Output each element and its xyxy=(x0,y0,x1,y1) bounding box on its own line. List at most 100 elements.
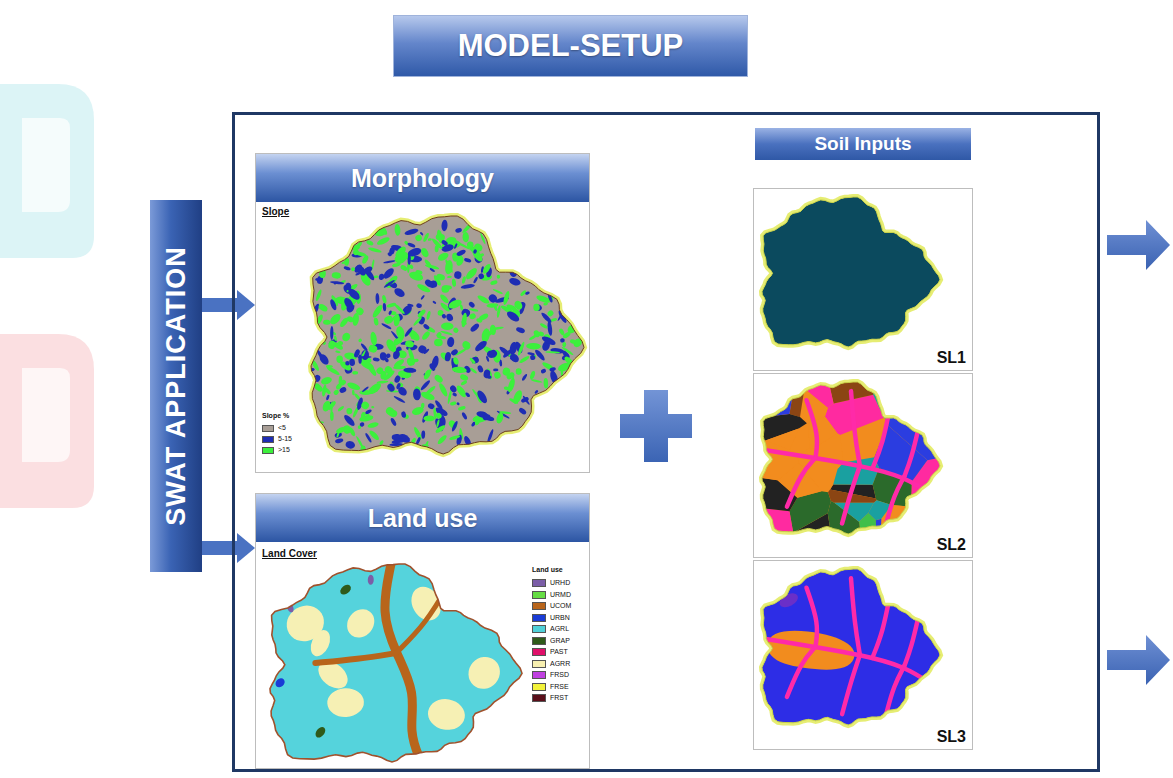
map-patch xyxy=(327,687,365,718)
map-patch xyxy=(404,228,419,237)
legend-swatch xyxy=(532,579,546,587)
map-patch xyxy=(327,340,336,350)
map-patch xyxy=(417,308,427,318)
map-patch xyxy=(441,239,449,246)
legend-swatch xyxy=(532,625,546,633)
map-patch xyxy=(424,385,437,396)
map-patch xyxy=(462,232,469,242)
legend-text: <5 xyxy=(278,424,286,432)
map-patch xyxy=(530,354,536,360)
landuse-panel: Land useLand CoverLand useURHDURMDUCOMUR… xyxy=(255,493,590,769)
map-outline xyxy=(762,382,940,534)
map-patch xyxy=(456,249,467,257)
map-patch xyxy=(373,357,380,362)
map-patch xyxy=(363,267,376,281)
map-patch xyxy=(444,260,453,275)
map-patch xyxy=(528,334,537,341)
map-patch xyxy=(384,357,389,363)
map-patch xyxy=(447,298,463,310)
map-patch xyxy=(451,420,459,432)
legend-entry: AGRR xyxy=(532,660,570,668)
map-patch xyxy=(461,339,473,351)
map-patch xyxy=(386,382,396,393)
map-patch xyxy=(441,220,448,232)
map-patch xyxy=(478,312,489,321)
map-patch xyxy=(508,269,518,279)
map-patch xyxy=(419,231,423,235)
map-patch xyxy=(396,350,400,357)
map-patch xyxy=(290,591,300,601)
map-title: Slope xyxy=(262,206,289,217)
map-patch xyxy=(326,365,333,368)
map-title: Land Cover xyxy=(262,548,317,559)
map-patch xyxy=(433,373,444,384)
map-patch xyxy=(383,259,396,264)
map-patch xyxy=(335,426,346,435)
soil-patch xyxy=(834,503,873,522)
map-patch xyxy=(376,236,391,247)
legend-entry: <5 xyxy=(262,424,286,432)
legend-title: Land use xyxy=(532,566,563,573)
map-river xyxy=(807,400,818,458)
map-glow xyxy=(762,382,940,534)
map-patch xyxy=(452,366,467,374)
map-patch xyxy=(451,279,456,287)
map-river xyxy=(385,564,421,762)
map-patch xyxy=(413,388,421,400)
map-patch xyxy=(407,246,423,258)
watermark-shape xyxy=(0,84,94,258)
map-fill xyxy=(270,564,522,762)
map-patch xyxy=(549,370,560,386)
map-patch xyxy=(546,309,554,317)
map-patch xyxy=(426,311,431,320)
map-patch xyxy=(508,277,521,287)
map-patch xyxy=(407,303,414,307)
model-setup-frame: MorphologySlopeSlope %<55-15>15Land useL… xyxy=(232,112,1100,772)
map-patch xyxy=(331,272,341,280)
map-patch xyxy=(391,437,406,444)
map-patch xyxy=(400,264,409,272)
map-patch xyxy=(474,419,480,426)
map-river xyxy=(787,647,815,697)
map-patch xyxy=(381,295,387,304)
map-patch xyxy=(437,251,450,262)
map-patch xyxy=(424,416,435,422)
soil-patch xyxy=(762,440,799,480)
map-patch xyxy=(441,313,447,319)
map-patch xyxy=(315,278,319,282)
map-patch xyxy=(421,403,425,409)
map-patch xyxy=(414,234,422,242)
map-patch xyxy=(337,405,345,412)
map-patch xyxy=(424,259,433,269)
legend-entry: URHD xyxy=(532,579,570,587)
map-patch xyxy=(393,287,406,299)
map-patch xyxy=(468,301,476,309)
legend-swatch xyxy=(532,648,546,656)
soil-map-box: SL2 xyxy=(753,373,973,558)
map-patch xyxy=(348,426,356,436)
map-patch xyxy=(371,406,374,409)
map-patch xyxy=(333,389,340,396)
map-patch xyxy=(368,344,379,354)
map-river xyxy=(904,428,918,477)
watermark-shape xyxy=(22,368,70,462)
map-patch xyxy=(516,368,522,375)
map-patch xyxy=(409,264,414,270)
map-patch xyxy=(383,365,394,376)
map-patch xyxy=(441,243,455,253)
map-river xyxy=(851,391,860,465)
map-patch xyxy=(492,288,503,294)
map-patch xyxy=(472,249,477,254)
map-patch xyxy=(469,367,477,374)
map-patch xyxy=(425,696,467,732)
map-patch xyxy=(373,317,379,326)
map-patch xyxy=(423,348,430,354)
map-patch xyxy=(359,422,365,428)
map-patch xyxy=(358,338,363,343)
map-river xyxy=(851,578,860,654)
map-patch xyxy=(346,315,355,323)
map-patch xyxy=(469,313,477,320)
map-patch xyxy=(439,302,451,313)
map-patch xyxy=(569,339,576,345)
panel-header: Morphology xyxy=(256,154,589,202)
